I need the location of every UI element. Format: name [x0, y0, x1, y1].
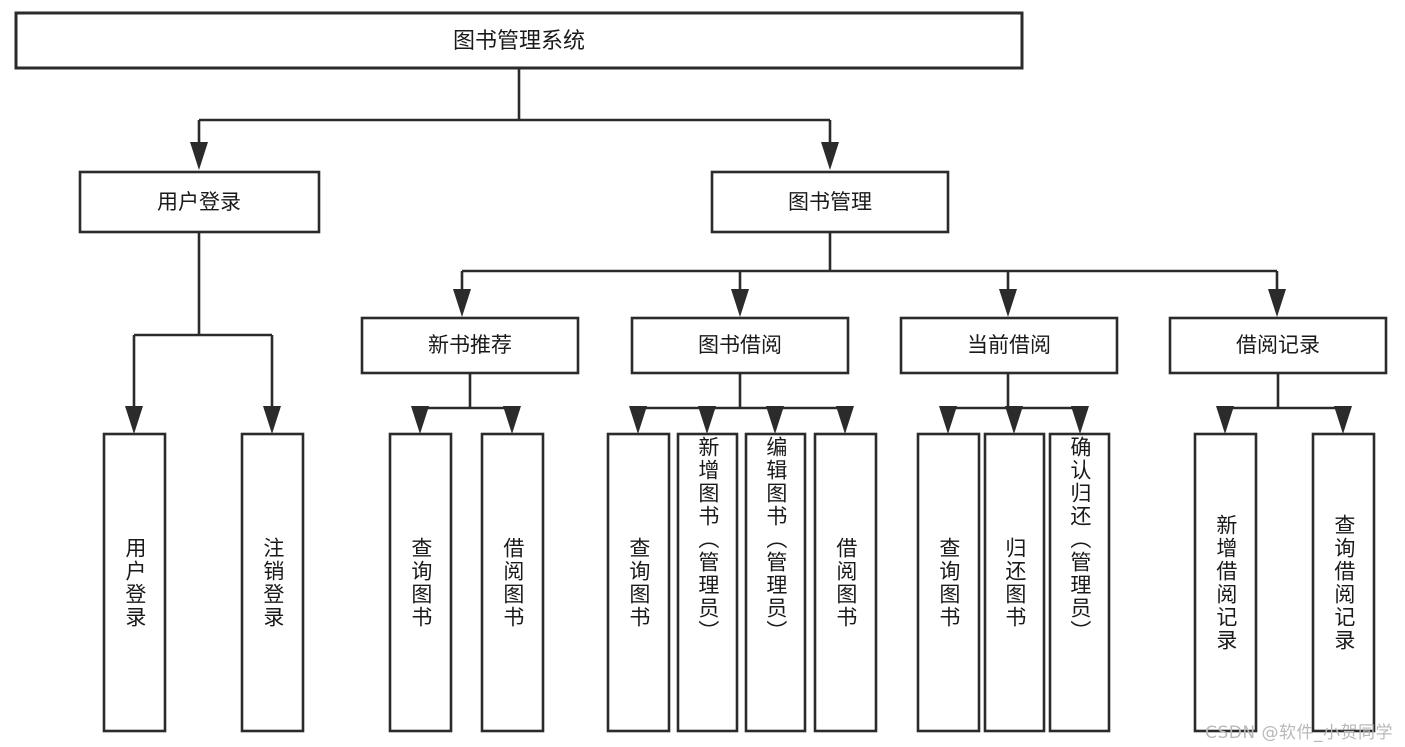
arrow-to-leaf-nb-1	[503, 406, 521, 434]
node-box-leaf-cb-query-book[interactable]	[916, 432, 981, 733]
arrow-to-leaf-nb-0	[411, 406, 429, 434]
arrow-to-leaf-user-login	[125, 406, 143, 434]
node-box-leaf-bb-add-book[interactable]	[676, 432, 739, 733]
arrow-to-leaf-br-0	[1216, 406, 1234, 434]
node-label-book-borrow: 图书借阅	[698, 333, 782, 357]
arrow-to-leaf-bb-3	[836, 406, 854, 434]
node-label-root: 图书管理系统	[453, 29, 585, 54]
arrow-to-leaf-br-1	[1334, 406, 1352, 434]
node-box-leaf-bb-borrow-book[interactable]	[813, 432, 878, 733]
node-box-leaf-nb-query-book[interactable]	[388, 432, 453, 733]
node-label-borrow-record: 借阅记录	[1236, 333, 1320, 357]
arrow-to-borrow-record	[1268, 289, 1286, 317]
node-box-root[interactable]	[14, 11, 1024, 70]
arrowhead-layer	[125, 142, 1352, 434]
arrow-to-current-borrow	[999, 289, 1017, 317]
arrow-to-leaf-cb-0	[939, 406, 957, 434]
node-box-leaf-bb-edit-book[interactable]	[744, 432, 807, 733]
node-box-new-book-recommend[interactable]	[360, 316, 580, 375]
node-box-leaf-br-add-record[interactable]	[1193, 432, 1258, 733]
arrow-to-leaf-logout	[263, 406, 281, 434]
node-box-borrow-record[interactable]	[1168, 316, 1388, 375]
arrow-to-book-manage	[821, 142, 839, 170]
node-label-user-login: 用户登录	[157, 190, 241, 214]
node-label-new-book-recommend: 新书推荐	[428, 333, 512, 357]
node-box-leaf-cb-confirm-return[interactable]	[1048, 432, 1111, 733]
arrow-to-book-borrow	[731, 289, 749, 317]
node-box-user-login[interactable]	[78, 170, 321, 234]
connector-layer	[132, 68, 1343, 410]
node-label-current-borrow: 当前借阅	[967, 333, 1051, 357]
node-layer: 图书管理系统 用户登录 图书管理 新书推荐 图书借阅 当前借阅 借阅记录	[14, 11, 1388, 733]
arrow-to-leaf-bb-2	[766, 406, 784, 434]
node-box-leaf-nb-borrow-book[interactable]	[480, 432, 545, 733]
node-label-book-manage: 图书管理	[788, 190, 872, 214]
node-box-current-borrow[interactable]	[899, 316, 1119, 375]
arrow-to-leaf-bb-1	[698, 406, 716, 434]
arrow-to-leaf-cb-2	[1071, 406, 1089, 434]
arrow-to-leaf-bb-0	[629, 406, 647, 434]
node-box-leaf-logout[interactable]	[240, 432, 305, 733]
watermark: CSDN @软件_小贺同学	[1205, 723, 1393, 743]
node-box-leaf-br-query-record[interactable]	[1311, 432, 1376, 733]
arrow-to-leaf-cb-1	[1005, 406, 1023, 434]
node-box-book-borrow[interactable]	[630, 316, 850, 375]
node-box-leaf-user-login[interactable]	[102, 432, 167, 733]
node-box-leaf-bb-query-book[interactable]	[606, 432, 671, 733]
node-box-book-manage[interactable]	[710, 170, 950, 234]
arrow-to-new-book-recommend	[453, 289, 471, 317]
node-box-leaf-cb-return-book[interactable]	[983, 432, 1046, 733]
arrow-to-user-login	[190, 142, 208, 170]
